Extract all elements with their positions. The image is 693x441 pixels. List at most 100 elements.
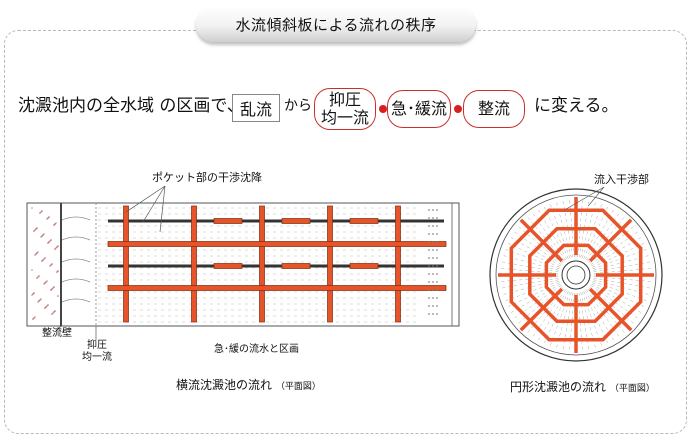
- arrow-dot-2: [454, 105, 462, 113]
- radial-streak: [507, 242, 560, 268]
- stage-fast-slow-label: 急･緩流: [390, 99, 447, 118]
- sentence-suffix: に変える。: [534, 96, 619, 116]
- inflow-particle: [41, 210, 43, 212]
- inflow-particle: [33, 230, 35, 232]
- inflow-particle: [40, 236, 42, 238]
- octagon-baffle-inner: [544, 243, 608, 307]
- radial-streak: [507, 282, 560, 308]
- inflow-particle: [41, 235, 43, 237]
- inflow-particle: [42, 234, 44, 236]
- inflow-particle: [49, 240, 51, 242]
- inflow-particle: [46, 280, 48, 282]
- radial-baffle: [519, 287, 564, 332]
- inflow-particle: [50, 264, 52, 266]
- arrow-dot-1: [379, 105, 387, 113]
- inflow-particle: [33, 292, 35, 294]
- suppressed-flow-line2: 均一流: [82, 352, 112, 363]
- sentence-kara: から: [284, 98, 312, 114]
- stage-rectified-box: 整流: [463, 90, 525, 128]
- vertical-baffle: [191, 205, 197, 323]
- radial-streak: [549, 203, 571, 259]
- stage-fast-slow-box: 急･緩流: [387, 90, 451, 128]
- octagon-baffle-middle: [528, 227, 624, 323]
- inflow-particle: [39, 299, 41, 301]
- inflow-particle: [44, 282, 46, 284]
- circular-basin-caption-sub: （平面図）: [609, 384, 655, 394]
- inflow-particle: [44, 257, 46, 259]
- inflow-particle: [40, 298, 42, 300]
- inflow-particle: [56, 246, 58, 248]
- callout-leader: [142, 185, 166, 223]
- radial-streak: [549, 291, 571, 347]
- inflow-particle: [31, 207, 33, 209]
- inflow-particle: [37, 251, 39, 253]
- radial-streak: [504, 248, 560, 270]
- stage-suppressed-line1: 抑圧: [328, 90, 361, 109]
- sentence-prefix: 沈澱池内の全水域 の区画で、: [18, 96, 244, 116]
- inflow-arrow: [61, 258, 91, 263]
- inflow-particle: [53, 286, 55, 288]
- vertical-baffle: [327, 205, 333, 323]
- callout-leader: [159, 185, 166, 233]
- inflow-particle: [45, 281, 47, 283]
- inflow-particle: [43, 233, 45, 235]
- inflow-particle: [38, 275, 40, 277]
- inflow-particle: [47, 242, 49, 244]
- horizontal-basin-caption-main: 横流沈澱池の流れ: [176, 378, 273, 392]
- inflow-particle: [52, 312, 54, 314]
- radial-streak: [592, 248, 648, 270]
- vertical-baffle: [123, 205, 129, 323]
- inflow-arrow: [61, 298, 91, 303]
- inflow-particle: [46, 305, 48, 307]
- inflow-particle: [50, 239, 52, 241]
- suppressed-flow-label: 抑圧 均一流: [82, 340, 112, 364]
- page-title: 水流傾斜板による流れの秩序: [196, 6, 476, 42]
- inflow-particle: [55, 247, 57, 249]
- inflow-callout-leader: [564, 186, 605, 211]
- inflow-particle: [49, 265, 51, 267]
- radial-baffle: [588, 218, 633, 263]
- inflow-particle: [51, 288, 53, 290]
- wall-leader: [54, 325, 62, 333]
- callout-leader: [125, 185, 166, 213]
- inflow-particle: [31, 269, 33, 271]
- baffle-stub: [213, 218, 243, 224]
- rectifier-wall-label: 整流壁: [42, 328, 72, 339]
- inflow-particle: [38, 300, 40, 302]
- chaotic-flow-box: 乱流: [232, 94, 280, 122]
- inflow-particle: [48, 241, 50, 243]
- stage-suppressed-line2: 均一流: [320, 108, 369, 127]
- vertical-baffle: [395, 205, 401, 323]
- basin-inner-ring: [495, 194, 657, 356]
- inflow-particle: [47, 217, 49, 219]
- baffle-stub: [213, 263, 243, 269]
- inflow-particle: [37, 276, 39, 278]
- inflow-particle: [34, 254, 36, 256]
- inflow-particle: [57, 245, 59, 247]
- inflow-particle: [48, 216, 50, 218]
- suppressed-flow-line1: 抑圧: [87, 340, 107, 351]
- inflow-particle: [44, 307, 46, 309]
- page-title-text: 水流傾斜板による流れの秩序: [235, 15, 437, 34]
- pocket-callout-label: ポケット部の干渉沈降: [152, 171, 262, 184]
- inflow-particle: [55, 222, 57, 224]
- inflow-particle: [35, 253, 37, 255]
- inflow-particle: [51, 313, 53, 315]
- baffle-stub: [281, 218, 311, 224]
- radial-streak: [583, 291, 609, 344]
- inflow-particle: [34, 229, 36, 231]
- vertical-baffle: [259, 205, 265, 323]
- inflow-arrow: [61, 236, 91, 241]
- inflow-particle: [34, 316, 36, 318]
- inflow-particle: [53, 311, 55, 313]
- radial-baffle: [519, 218, 564, 263]
- radial-streak: [581, 291, 603, 347]
- inflow-particle: [31, 294, 33, 296]
- radial-streak: [592, 282, 645, 308]
- inflow-particle: [33, 317, 35, 319]
- inflow-particle: [46, 218, 48, 220]
- radial-streak: [592, 280, 648, 302]
- circular-basin-caption-main: 円形沈澱池の流れ: [510, 380, 607, 394]
- inflow-particle: [41, 260, 43, 262]
